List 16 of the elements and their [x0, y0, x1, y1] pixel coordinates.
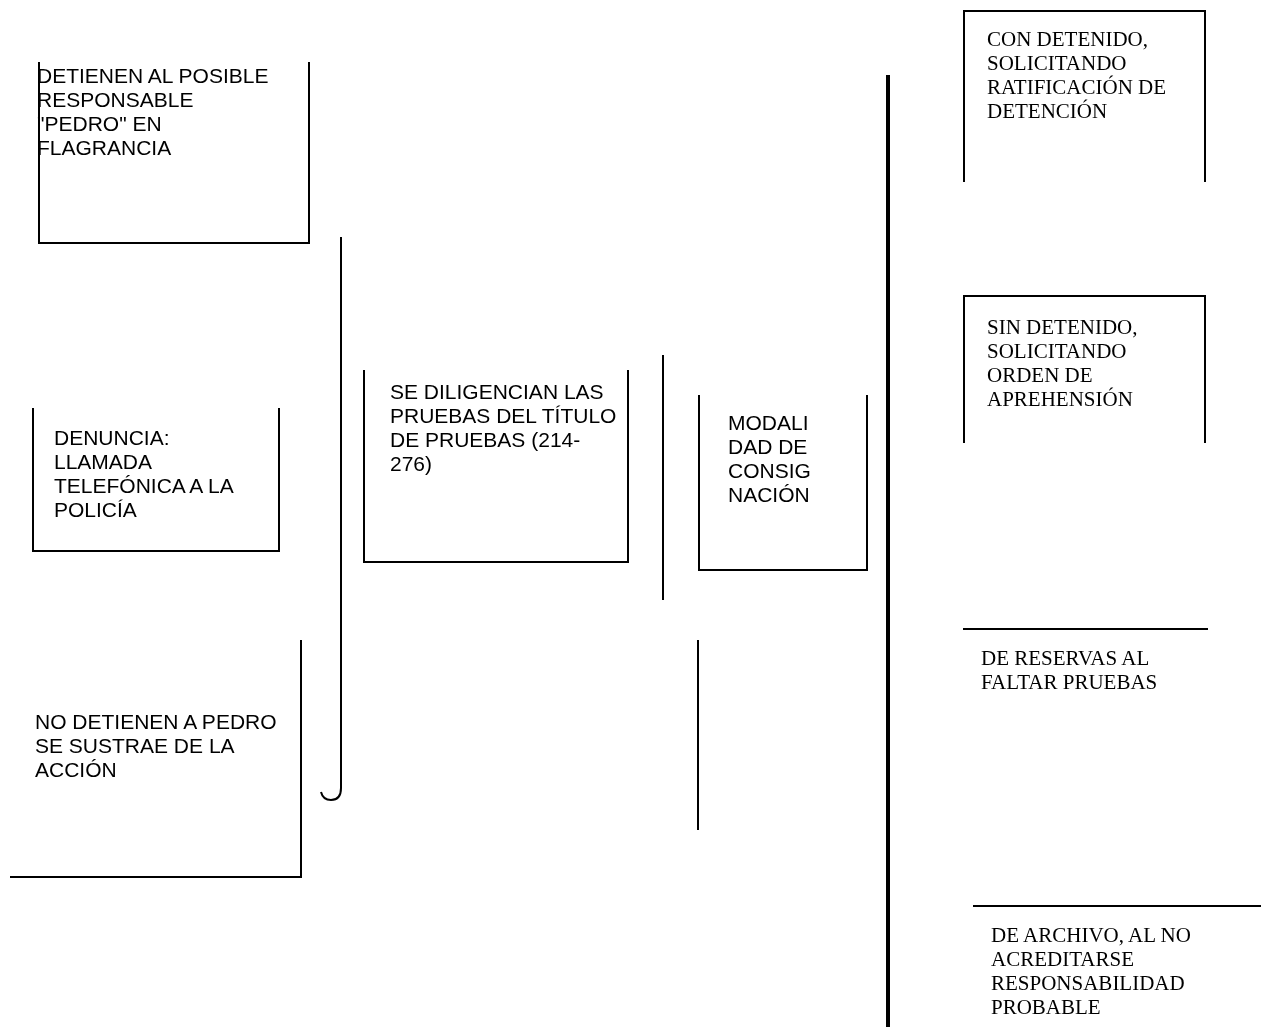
box-text: DE RESERVAS AL FALTAR PRUEBAS: [981, 646, 1159, 694]
box-text: DETIENEN AL POSIBLE RESPONSABLE "PEDRO" EN FLAGRANCIA: [37, 64, 270, 160]
text-box: [32, 408, 280, 552]
box-text: SIN DETENIDO, SOLICITANDO ORDEN DE APREHENSIÓN: [987, 315, 1139, 411]
box-text: CON DETENIDO, SOLICITANDO RATIFICACIÓN DE DETENCIÓN: [987, 27, 1168, 123]
text-box: [963, 295, 1206, 443]
text-box: [38, 62, 310, 244]
box-text: NO DETIENEN A PEDRO SE SUSTRAE DE LA ACCIÓN: [35, 710, 278, 782]
text-box: [698, 395, 868, 571]
box-text: DENUNCIA: LLAMADA TELEFÓNICA A LA POLICÍA: [54, 426, 235, 522]
box-text: MODALI DAD DE CONSIG NACIÓN: [728, 411, 812, 507]
text-box: [363, 370, 629, 563]
box-text: SE DILIGENCIAN LAS PRUEBAS DEL TÍTULO DE PRUEBAS (214-276): [390, 380, 618, 476]
box-text: DE ARCHIVO, AL NO ACREDITARSE RESPONSABILIDAD PROBABLE: [991, 923, 1192, 1019]
text-box: [963, 10, 1206, 182]
text-box: [10, 640, 302, 878]
